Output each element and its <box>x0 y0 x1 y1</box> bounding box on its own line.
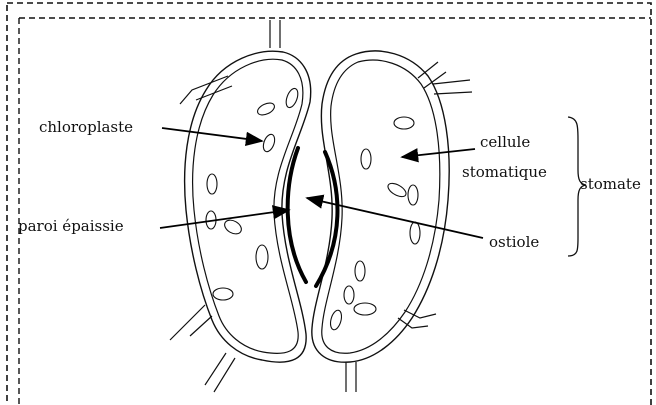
guard-cell-right-inner <box>322 60 440 353</box>
label-stomate: stomate <box>580 175 641 193</box>
chloroplast <box>386 181 408 200</box>
chloroplasts-right <box>329 117 420 331</box>
arrow-chloroplaste <box>162 128 262 141</box>
chloroplast <box>256 245 268 269</box>
dashed-frame <box>7 3 651 405</box>
chloroplast <box>207 174 217 194</box>
pointer-arrows <box>160 128 483 238</box>
label-ostiole: ostiole <box>489 233 539 251</box>
label-chloroplaste: chloroplaste <box>39 118 133 136</box>
chloroplast <box>355 261 365 281</box>
neighbour-cell-walls <box>170 20 472 392</box>
chloroplast <box>256 101 277 118</box>
guard-cell-left-outer <box>185 51 311 362</box>
chloroplast <box>408 185 418 205</box>
label-stomatique: stomatique <box>462 163 547 181</box>
chloroplasts-left <box>206 87 300 300</box>
chloroplast <box>261 133 277 153</box>
chloroplast <box>284 87 300 109</box>
chloroplast <box>394 117 414 129</box>
chloroplast <box>222 217 244 236</box>
chloroplast <box>410 222 420 244</box>
thick-wall-left <box>288 148 306 282</box>
chloroplast <box>361 149 371 169</box>
chloroplast <box>329 309 344 331</box>
thick-wall-right <box>316 152 337 286</box>
chloroplast <box>344 286 354 304</box>
chloroplast <box>213 288 233 300</box>
chloroplast <box>354 303 376 315</box>
arrow-ostiole <box>307 198 483 238</box>
label-paroi-epaissie: paroi épaissie <box>18 217 124 235</box>
label-cellule: cellule <box>480 133 530 151</box>
